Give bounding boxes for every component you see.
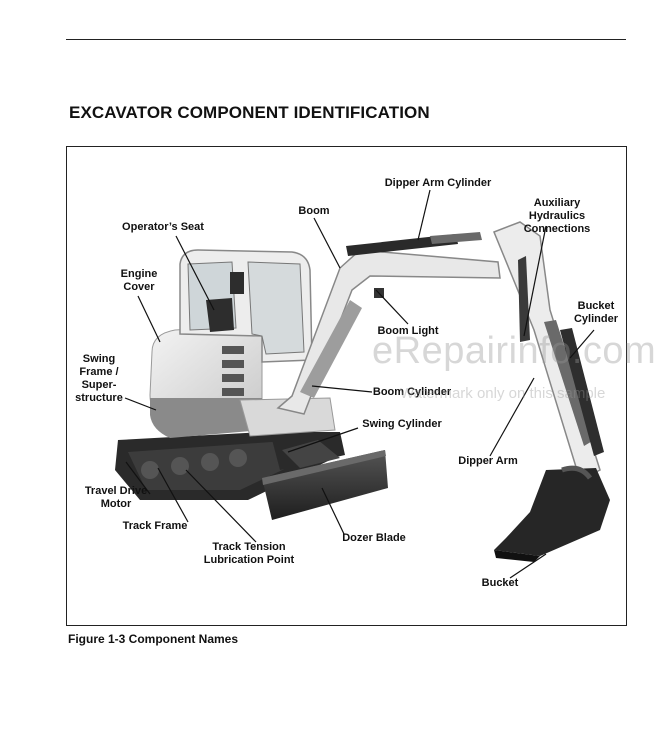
callout-swing-cylinder: Swing Cylinder [362, 418, 442, 430]
callout-operators-seat: Operator’s Seat [122, 221, 204, 233]
section-title: EXCAVATOR COMPONENT IDENTIFICATION [69, 103, 430, 122]
callout-swing-frame: Swing Frame / Super- structure [75, 353, 123, 404]
upper-structure [149, 325, 336, 438]
callout-engine-cover: Engine Cover [120, 268, 158, 293]
watermark-note: Watermark only on this sample [400, 385, 606, 402]
dozer-blade-shape [262, 440, 388, 520]
bucket-shape [494, 465, 610, 562]
watermark-logo: eRepairinfo.com [372, 330, 656, 372]
callout-auxiliary-hydraulics: Auxiliary Hydraulics Connections [523, 197, 591, 235]
callout-boom-cylinder: Boom Cylinder [372, 386, 452, 398]
callout-dozer-blade: Dozer Blade [342, 532, 406, 544]
callout-track-tension: Track Tension Lubrication Point [203, 541, 295, 566]
callout-travel-drive-motor: Travel Drive Motor [84, 485, 148, 510]
operator-cab [179, 249, 313, 363]
callout-dipper-arm-cylinder: Dipper Arm Cylinder [384, 177, 492, 189]
top-rule [66, 39, 626, 40]
leader-lines [124, 189, 595, 579]
callout-boom-light: Boom Light [377, 325, 439, 337]
callout-dipper-arm: Dipper Arm [458, 455, 518, 467]
dipper-arm-cylinder-shape [346, 232, 482, 256]
callout-bucket-cylinder: Bucket Cylinder [573, 300, 619, 325]
callout-boom: Boom [298, 205, 330, 217]
figure-frame [66, 146, 627, 626]
figure-caption: Figure 1-3 Component Names [68, 632, 239, 646]
callout-track-frame: Track Frame [122, 520, 188, 532]
callout-bucket: Bucket [481, 577, 519, 589]
